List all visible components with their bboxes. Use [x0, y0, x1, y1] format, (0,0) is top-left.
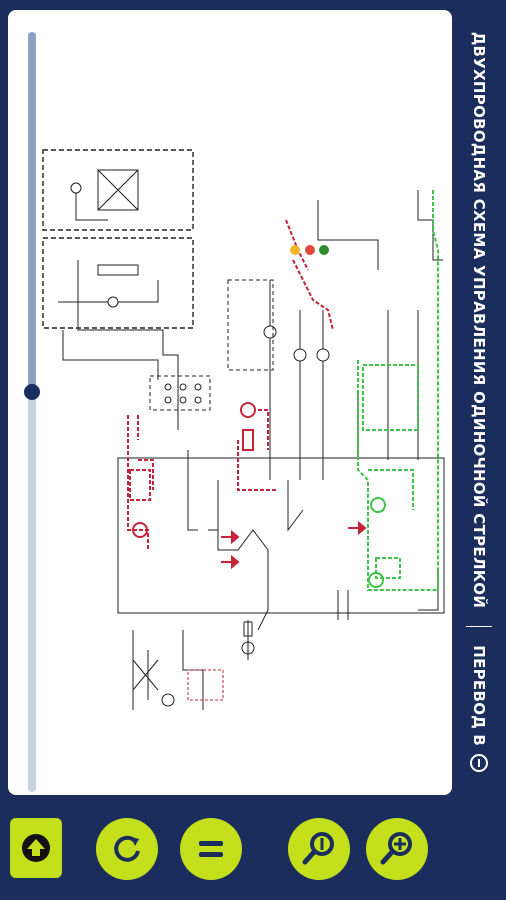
- title-bar: ДВУХПРОВОДНАЯ СХЕМА УПРАВЛЕНИЯ ОДИНОЧНОЙ…: [456, 10, 502, 795]
- red-circuit: [127, 219, 334, 550]
- zoom-scrollbar-fill: [28, 32, 36, 392]
- page-title: ДВУХПРОВОДНАЯ СХЕМА УПРАВЛЕНИЯ ОДИНОЧНОЙ…: [470, 31, 488, 609]
- mode-switch[interactable]: ПЕРЕВОД В: [470, 645, 488, 773]
- home-button[interactable]: [10, 818, 62, 878]
- refresh-icon: [114, 835, 140, 862]
- signal-lamp-red: [305, 245, 315, 255]
- zoom-out-button[interactable]: [288, 818, 350, 880]
- title-separator: [466, 626, 492, 628]
- zoom-in-icon: [380, 832, 412, 865]
- red-arrows: [221, 520, 367, 570]
- title-rotated: ДВУХПРОВОДНАЯ СХЕМА УПРАВЛЕНИЯ ОДИНОЧНОЙ…: [463, 12, 495, 792]
- relay-box-frame: [42, 237, 194, 329]
- reset-button[interactable]: [96, 818, 158, 880]
- main-circuit-frame: [117, 457, 445, 614]
- lamp-block-frame: [42, 149, 194, 231]
- zoom-out-icon: [302, 832, 334, 865]
- diagram-panel[interactable]: [8, 10, 452, 795]
- zoom-scrollbar[interactable]: [24, 32, 40, 792]
- swap-icon[interactable]: [470, 754, 488, 773]
- mode-label: ПЕРЕВОД В: [470, 645, 488, 747]
- signal-lamp-yellow: [290, 245, 300, 255]
- control-panel-frame: [149, 375, 211, 411]
- signal-lamp-green: [319, 245, 329, 255]
- pause-button[interactable]: [180, 818, 242, 880]
- zoom-scrollbar-thumb[interactable]: [24, 384, 40, 400]
- circuit-diagram: [42, 149, 445, 710]
- home-arrow-icon: [22, 834, 50, 862]
- track-block-frame: [227, 279, 274, 371]
- green-circuit: [357, 190, 439, 591]
- pause-icon: [199, 841, 223, 857]
- zoom-in-button[interactable]: [366, 818, 428, 880]
